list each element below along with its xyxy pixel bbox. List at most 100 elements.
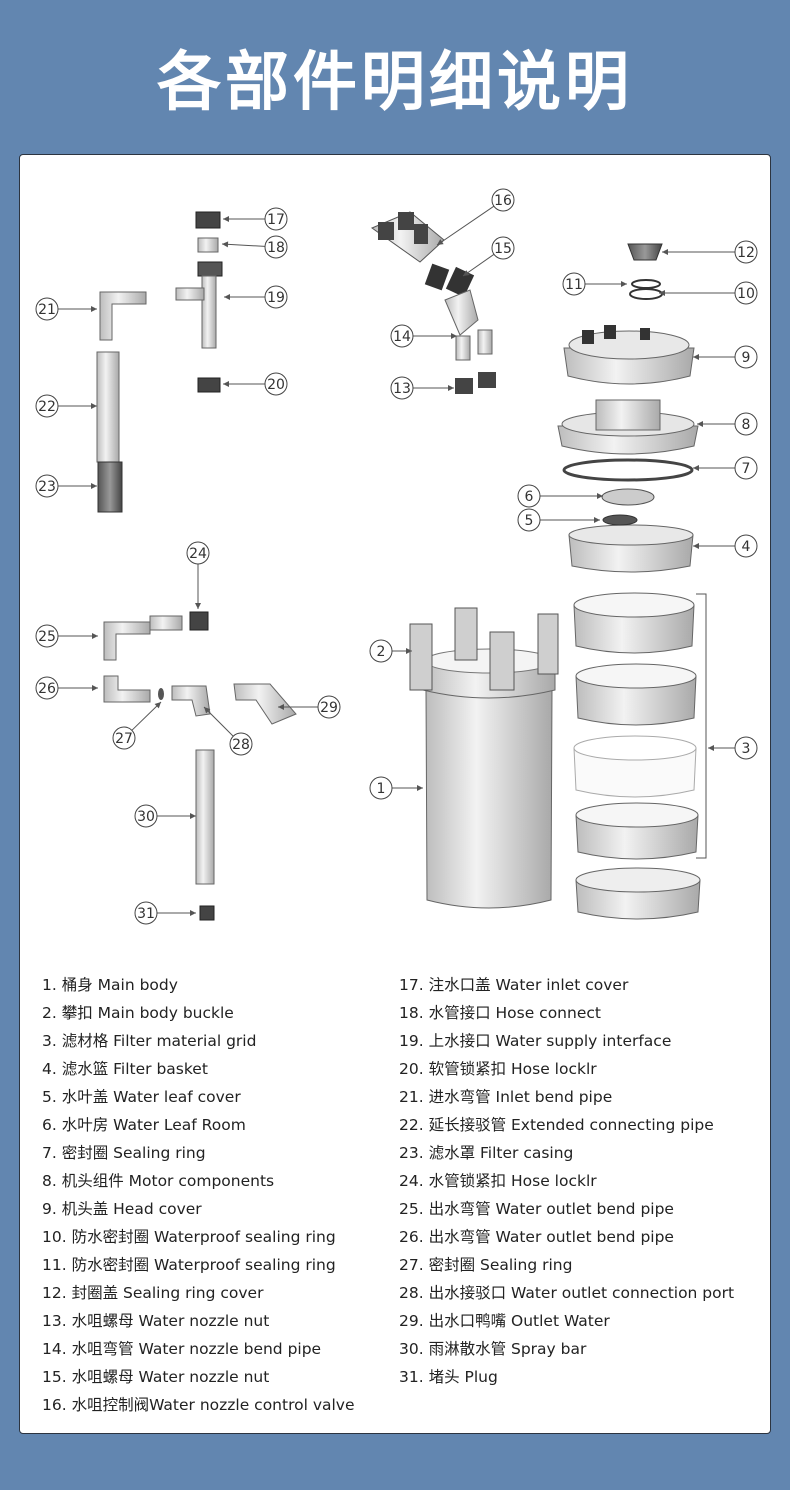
callout-number: 22 <box>38 399 56 415</box>
callout-number: 20 <box>267 377 285 393</box>
callout-arrowhead <box>224 294 230 300</box>
callout-arrowhead <box>91 403 97 409</box>
plug <box>199 905 215 921</box>
callout-circle <box>264 207 288 231</box>
callout-number: 3 <box>742 741 751 757</box>
callout-arrowhead <box>195 603 201 609</box>
callout-circle <box>517 484 541 508</box>
legend-item: 17. 注水口盖 Water inlet cover <box>399 976 629 994</box>
callout-19: 19 <box>224 285 288 309</box>
legend-item: 15. 水咀螺母 Water nozzle nut <box>42 1368 270 1386</box>
legend-item: 18. 水管接口 Hose connect <box>399 1004 601 1022</box>
water-leaf-room <box>601 488 655 506</box>
callout-circle <box>229 732 253 756</box>
callout-number: 21 <box>38 302 56 318</box>
callout-number: 16 <box>494 193 512 209</box>
callout-circle <box>35 624 59 648</box>
callout-20: 20 <box>223 372 288 396</box>
legend-item: 27. 密封圈 Sealing ring <box>399 1256 573 1274</box>
callout-circle <box>134 804 158 828</box>
callout-arrowhead <box>448 385 454 391</box>
callout-12: 12 <box>662 240 758 264</box>
callout-arrowhead <box>451 333 457 339</box>
callout-arrowhead <box>621 281 627 287</box>
water-nozzle-parts <box>444 266 496 394</box>
callout-22: 22 <box>35 394 97 418</box>
callout-circle <box>369 776 393 800</box>
callout-28: 28 <box>203 706 253 756</box>
callout-circle <box>734 456 758 480</box>
callout-circle <box>734 412 758 436</box>
main-body <box>409 607 559 909</box>
callout-31: 31 <box>134 901 196 925</box>
callout-number: 15 <box>494 241 512 257</box>
callout-30: 30 <box>134 804 196 828</box>
callout-27: 27 <box>112 701 162 750</box>
callout-8: 8 <box>697 412 758 436</box>
callout-circle <box>390 376 414 400</box>
callout-arrowhead <box>204 707 211 714</box>
sealing-ring-cover <box>627 243 663 261</box>
callout-circle <box>35 394 59 418</box>
callout-arrowhead <box>91 306 97 312</box>
callout-number: 23 <box>38 479 56 495</box>
callout-6: 6 <box>517 484 603 508</box>
legend-item: 20. 软管锁紧扣 Hose locklr <box>399 1060 597 1078</box>
callout-number: 27 <box>115 731 133 747</box>
callout-arrowhead <box>222 241 229 248</box>
waterproof-ring-11 <box>631 279 661 289</box>
legend-item: 19. 上水接口 Water supply interface <box>399 1032 672 1050</box>
callout-3: 3 <box>708 736 758 760</box>
callout-number: 26 <box>38 681 56 697</box>
callout-number: 11 <box>565 277 583 293</box>
callout-arrowhead <box>92 685 98 691</box>
callout-arrowhead <box>597 493 603 499</box>
callout-circle <box>734 281 758 305</box>
callout-arrowhead <box>697 421 703 427</box>
legend-item: 28. 出水接驳口 Water outlet connection port <box>399 1284 735 1302</box>
callout-11: 11 <box>562 272 627 296</box>
legend-item: 25. 出水弯管 Water outlet bend pipe <box>399 1200 674 1218</box>
callout-circle <box>491 236 515 260</box>
legend-item: 21. 进水弯管 Inlet bend pipe <box>399 1088 613 1106</box>
legend-item: 30. 雨淋散水管 Spray bar <box>399 1340 587 1358</box>
callout-leader-line <box>221 243 266 247</box>
callout-circle <box>517 508 541 532</box>
callout-number: 24 <box>189 546 207 562</box>
waterproof-ring-10 <box>629 288 663 300</box>
callout-16: 16 <box>436 188 515 246</box>
callout-circle <box>562 272 586 296</box>
legend-item: 6. 水叶房 Water Leaf Room <box>42 1116 246 1134</box>
legend-item: 23. 滤水罩 Filter casing <box>399 1144 574 1162</box>
motor-components <box>557 399 699 455</box>
filter-material-grids <box>573 592 701 920</box>
callout-circle <box>317 695 341 719</box>
callout-layer: 1234567891011121314151617181920212223242… <box>35 188 758 925</box>
callout-number: 13 <box>393 381 411 397</box>
legend-item: 29. 出水口鸭嘴 Outlet Water <box>399 1312 610 1330</box>
callout-arrowhead <box>693 465 699 471</box>
callout-number: 14 <box>393 329 411 345</box>
legend-item: 11. 防水密封圈 Waterproof sealing ring <box>42 1256 336 1274</box>
callout-7: 7 <box>693 456 758 480</box>
callout-21: 21 <box>35 297 97 321</box>
callout-15: 15 <box>462 236 515 277</box>
callout-number: 9 <box>742 350 751 366</box>
legend-item: 24. 水管锁紧扣 Hose locklr <box>399 1172 597 1190</box>
inlet-pipe-parts <box>96 291 147 513</box>
callout-circle <box>264 372 288 396</box>
callout-arrowhead <box>463 270 470 276</box>
legend-item: 3. 滤材格 Filter material grid <box>42 1032 257 1050</box>
callout-number: 7 <box>742 461 751 477</box>
water-leaf-cover <box>602 514 638 526</box>
callout-number: 31 <box>137 906 155 922</box>
callout-arrowhead <box>437 239 444 245</box>
callout-24: 24 <box>186 541 210 609</box>
callout-arrowhead <box>154 702 161 709</box>
legend-item: 9. 机头盖 Head cover <box>42 1200 202 1218</box>
callout-14: 14 <box>390 324 457 348</box>
legend-item: 31. 堵头 Plug <box>399 1368 498 1386</box>
callout-17: 17 <box>223 207 288 231</box>
callout-arrowhead <box>708 745 714 751</box>
callout-arrowhead <box>417 785 423 791</box>
